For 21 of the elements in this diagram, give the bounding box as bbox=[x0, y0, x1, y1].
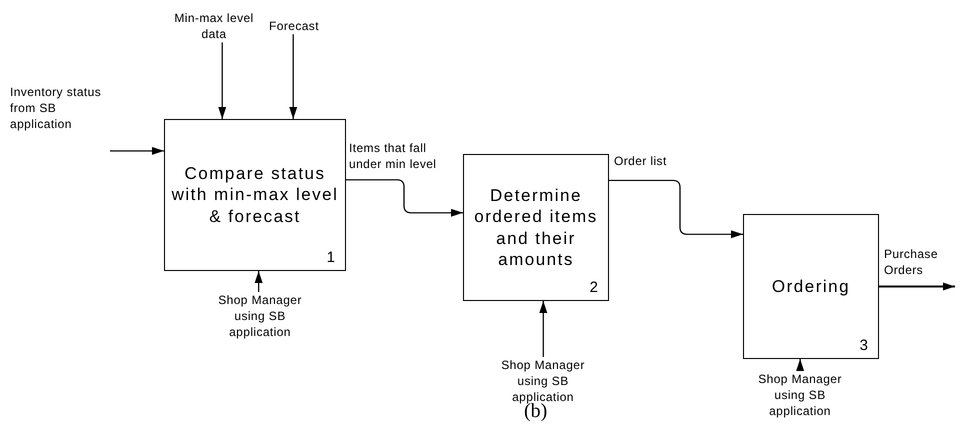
process-box bbox=[164, 119, 346, 271]
arrow bbox=[609, 180, 743, 238]
arrow bbox=[539, 301, 548, 357]
process-box bbox=[743, 214, 879, 359]
arrow bbox=[796, 359, 804, 371]
process-label: Ordering bbox=[770, 276, 852, 298]
process-label: Compare status with min-max level & forecast bbox=[170, 163, 340, 227]
process-box bbox=[463, 154, 609, 301]
arrow bbox=[879, 282, 955, 290]
arrow bbox=[110, 146, 164, 155]
process-number: 2 bbox=[590, 279, 598, 296]
process-number: 3 bbox=[860, 337, 868, 354]
process-label: Determine ordered items and their amounts bbox=[473, 185, 599, 270]
edge-label: Items that fall under min level bbox=[349, 140, 438, 172]
arrow bbox=[289, 34, 298, 119]
process-number: 1 bbox=[326, 249, 335, 266]
arrow bbox=[254, 271, 263, 292]
arrow bbox=[346, 179, 463, 217]
arrow bbox=[218, 42, 226, 119]
edge-label: Order list bbox=[614, 153, 668, 170]
edge-label: Purchase Orders bbox=[884, 246, 939, 278]
